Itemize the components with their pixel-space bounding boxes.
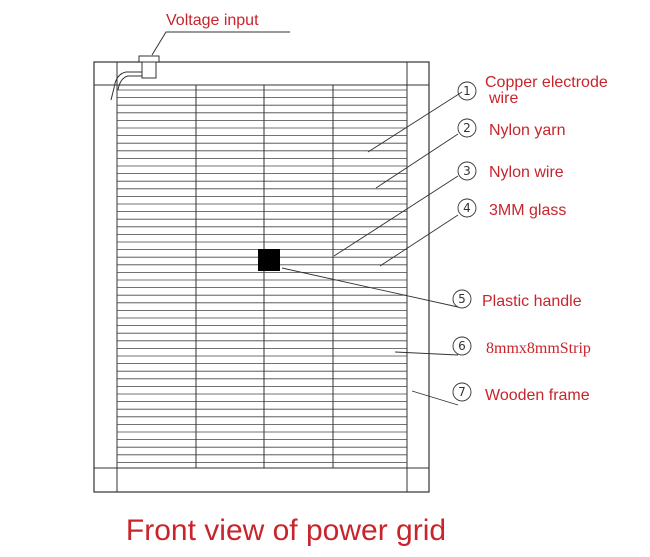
label-copper-electrode-wire: wire: [488, 90, 518, 107]
legend-number-6: 6: [452, 336, 472, 356]
legend-number-7: 7: [452, 382, 472, 402]
outer-frame: [93, 61, 430, 493]
svg-text:2: 2: [463, 121, 471, 135]
inner-frame: [116, 84, 408, 469]
svg-text:4: 4: [463, 201, 471, 215]
leader-lines: [281, 91, 463, 406]
nylon-wires: [195, 85, 334, 468]
svg-text:3: 3: [463, 164, 471, 178]
legend-number-3: 3: [457, 161, 477, 181]
voltage-connector: [110, 55, 160, 101]
legend-number-4: 4: [457, 198, 477, 218]
legend-number-2: 2: [457, 118, 477, 138]
label-wooden-frame: Wooden frame: [485, 387, 590, 404]
label-copper-electrode: Copper electrode: [485, 74, 608, 91]
svg-text:1: 1: [463, 84, 471, 98]
voltage-input-label: Voltage input: [166, 12, 259, 29]
plastic-handle: [258, 249, 280, 271]
label-3mm-glass: 3MM glass: [489, 202, 566, 219]
label-nylon-wire: Nylon wire: [489, 164, 564, 181]
legend-number-5: 5: [452, 289, 472, 309]
label-nylon-yarn: Nylon yarn: [489, 122, 565, 139]
corner-strips: [94, 62, 429, 492]
svg-text:7: 7: [458, 385, 466, 399]
diagram-title: Front view of power grid: [126, 514, 446, 547]
legend-number-1: 1: [457, 81, 477, 101]
label-plastic-handle: Plastic handle: [482, 293, 582, 310]
electrode-wires: [117, 89, 407, 463]
label-strip: 8mmx8mmStrip: [486, 340, 591, 357]
svg-text:6: 6: [458, 339, 466, 353]
svg-text:5: 5: [458, 292, 466, 306]
voltage-leader-line: [151, 31, 290, 56]
